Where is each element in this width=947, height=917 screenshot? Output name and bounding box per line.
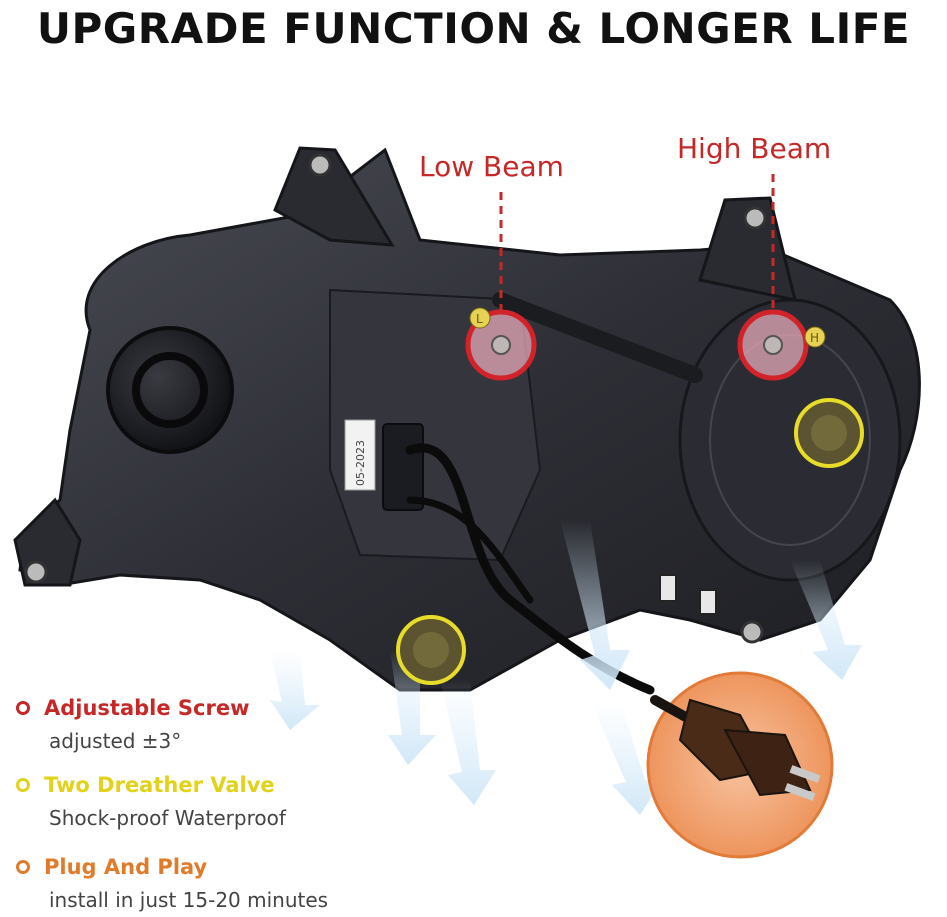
legend-description: Shock-proof Waterproof: [49, 806, 286, 830]
date-stamp: 05-2023: [354, 440, 367, 486]
legend-description: install in just 15-20 minutes: [49, 888, 329, 912]
low-beam-dust-cap: [106, 326, 234, 454]
mount-tab-top-right: [698, 196, 798, 302]
low-beam-label: Low Beam: [419, 150, 564, 183]
legend-breather-valve: Two Dreather Valve Shock-proof Waterproo…: [16, 773, 286, 830]
orange-ring-icon: [16, 860, 30, 874]
legend-title: Two Dreather Valve: [44, 773, 275, 797]
legend-title: Adjustable Screw: [44, 696, 250, 720]
low-bulb-marker: L: [476, 312, 483, 326]
mount-tab-top-left: [273, 146, 395, 247]
page-headline: UPGRADE FUNCTION & LONGER LIFE: [36, 4, 911, 53]
breather-valve-right: [794, 398, 864, 468]
legend-title: Plug And Play: [44, 855, 208, 879]
yellow-ring-icon: [16, 778, 30, 792]
high-bulb-marker: H: [810, 331, 819, 345]
legend-plug-and-play: Plug And Play install in just 15-20 minu…: [16, 855, 328, 912]
legend-description: adjusted ±3°: [49, 729, 182, 753]
red-ring-icon: [16, 701, 30, 715]
low-beam-adjust-screw: L: [465, 307, 537, 381]
airflow-arrows: [270, 520, 862, 815]
breather-valve-left: [396, 615, 466, 685]
high-beam-adjust-screw: H: [737, 309, 826, 381]
legend-adjustable-screw: Adjustable Screw adjusted ±3°: [16, 696, 250, 753]
high-beam-label: High Beam: [677, 132, 832, 165]
